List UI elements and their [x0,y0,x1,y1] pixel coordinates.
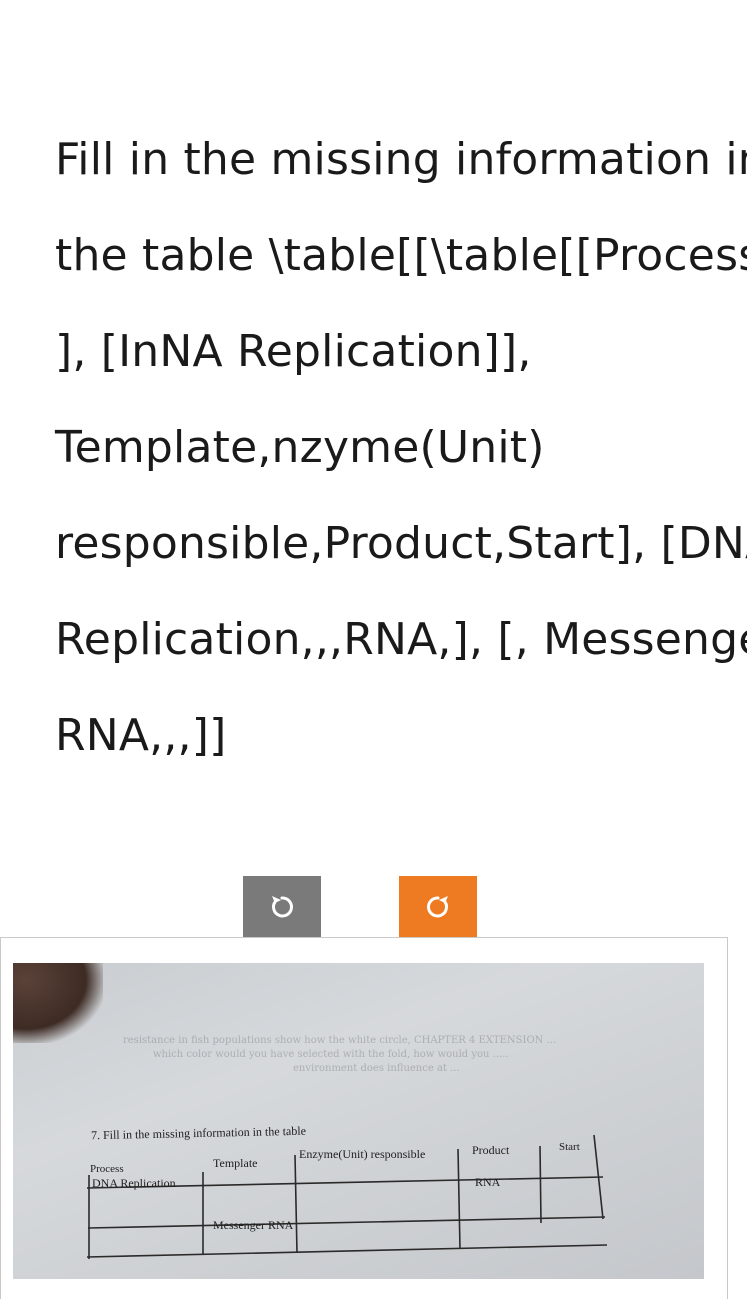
question-text: Fill in the missing information in the t… [55,112,747,784]
header-template: Template [213,1156,258,1170]
question-line: responsible,Product,Start], [DNA [55,518,747,569]
rotate-clockwise-icon [427,896,448,918]
faint-text: resistance in fish populations show how … [123,1035,557,1046]
question-line: ], [InNA Replication]], [55,326,532,377]
header-product: Product [472,1143,510,1157]
worksheet-photo: resistance in fish populations show how … [13,963,704,1279]
question-line: Fill in the missing information in [55,134,747,185]
header-enzyme: Enzyme(Unit) responsible [299,1147,426,1161]
faint-text: environment does influence at ... [293,1063,460,1074]
question-line: Template,nzyme(Unit) [55,422,545,473]
rotate-counterclockwise-icon [272,896,293,918]
rotate-right-button[interactable] [399,876,477,938]
question-line: Replication,,,RNA,], [, Messenger [55,614,747,665]
table-grid [86,1134,608,1259]
rotate-left-button[interactable] [243,876,321,938]
cell-template: Messenger RNA [213,1218,294,1232]
thumb-shadow [13,963,103,1043]
faint-text: which color would you have selected with… [153,1049,509,1060]
cell-process: DNA Replication [92,1176,176,1190]
question-line: the table \table[[\table[[Process [55,230,747,281]
header-start: Start [559,1141,580,1153]
header-process: Process [90,1163,124,1175]
cell-product: RNA [475,1175,501,1189]
question-line: RNA,,,]] [55,710,227,761]
